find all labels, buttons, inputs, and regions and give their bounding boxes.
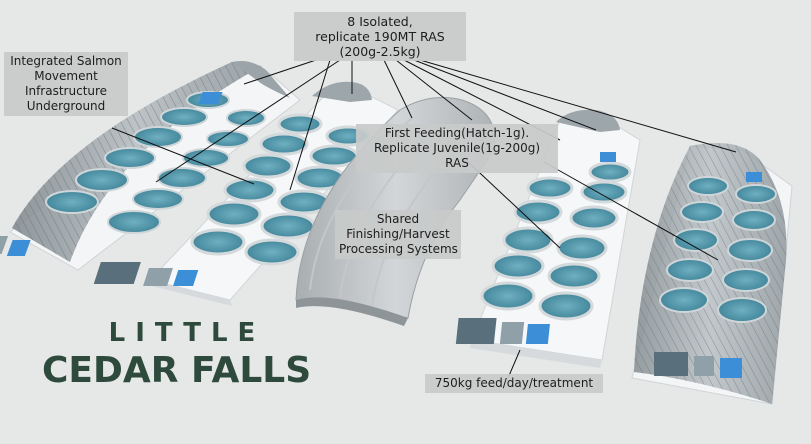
little-cedar-falls-logo: LITTLE CEDAR FALLS [42,318,312,391]
isolated-ras-building-4 [631,143,793,405]
first-feeding-label-line-1: First Feeding(Hatch-1g). [384,126,530,140]
integrated-movement-label-line-1: Integrated Salmon [10,54,122,68]
shared-processing-label-line-1: Shared [376,212,420,226]
isolated-ras-building-1 [0,61,301,271]
isolated-ras-label-line-2: replicate 190MT RAS [315,29,445,44]
filtration-unit [0,92,223,256]
first-feeding-label: First Feeding(Hatch-1g). Replicate Juven… [356,124,558,173]
fish-tank [480,161,632,321]
integrated-movement-label: Integrated Salmon Movement Infrastructur… [4,52,128,116]
feed-rate-label: 750kg feed/day/treatment [425,374,603,393]
feed-rate-label-text: 750kg feed/day/treatment [434,376,594,390]
isolated-ras-label-line-3: (200g-2.5kg) [339,44,421,59]
filtration-unit [93,262,199,286]
first-feeding-label-line-2: Replicate Juvenile(1g-200g) [373,141,541,155]
leader-lines [111,59,737,379]
integrated-movement-label-line-2: Movement [34,69,98,83]
isolated-ras-label-line-1: 8 Isolated, [347,14,413,29]
fish-tank [659,176,777,323]
filtration-unit [654,172,762,378]
integrated-movement-label-line-4: Underground [26,99,106,113]
logo-line-cedar-falls: CEDAR FALLS [42,350,312,391]
logo-line-little: LITTLE [108,318,266,348]
filtration-unit [455,152,616,344]
shared-processing-label-line-3: Processing Systems [339,242,458,256]
first-feeding-label-line-3: RAS [445,156,469,170]
shared-processing-label: Shared Finishing/Harvest Processing Syst… [335,210,461,259]
juvenile-ras-building [455,109,641,368]
shared-processing-label-line-2: Finishing/Harvest [346,227,450,241]
isolated-ras-label: 8 Isolated, replicate 190MT RAS (200g-2.… [294,12,466,61]
integrated-movement-label-line-3: Infrastructure [24,84,108,98]
fish-tank [45,91,266,234]
